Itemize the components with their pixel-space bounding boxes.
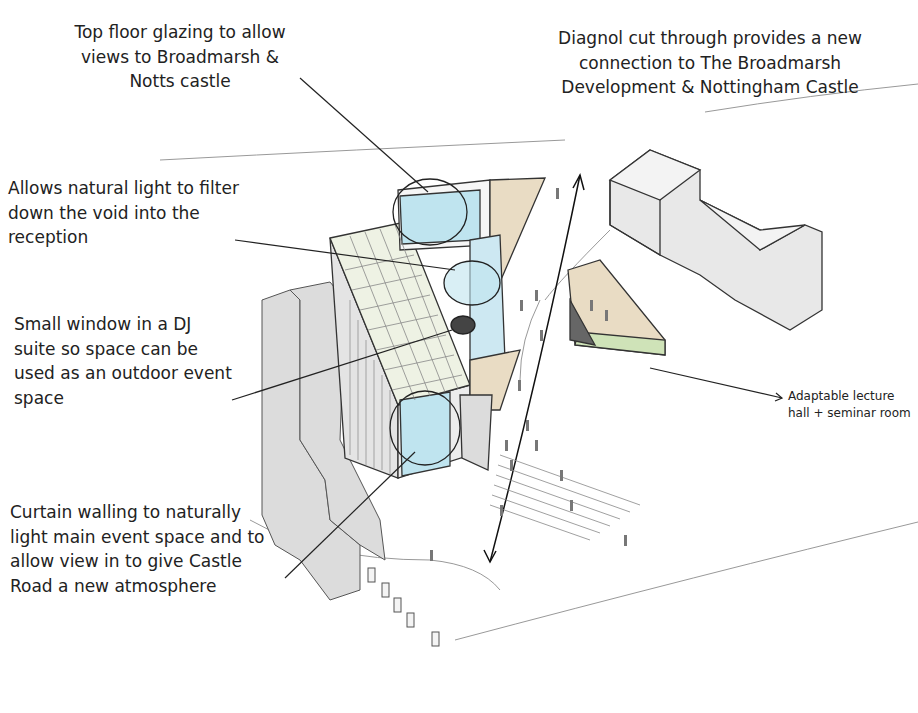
people: [556, 188, 559, 199]
hatching: [350, 300, 351, 455]
steps: [494, 485, 610, 526]
lecture-hall: [568, 260, 665, 355]
annotation-note: Diagnol cut through provides a new conne…: [545, 26, 875, 100]
people: [590, 300, 593, 311]
bollards: [368, 568, 375, 582]
ground-line: [455, 522, 918, 640]
steps: [490, 455, 640, 540]
ground-line: [520, 300, 540, 380]
annotation-note: Top floor glazing to allow views to Broa…: [62, 20, 298, 94]
bollards: [432, 632, 439, 646]
people: [430, 188, 627, 561]
cut-through-arrow: [484, 175, 584, 562]
steps: [492, 495, 600, 533]
castle-building: [610, 150, 822, 330]
people: [535, 290, 538, 301]
people: [570, 500, 573, 511]
leader-line: [235, 240, 455, 270]
cut-through-arrow: [484, 550, 496, 562]
steps: [500, 455, 640, 505]
people: [505, 440, 508, 451]
leader-line: [285, 452, 415, 578]
steps: [496, 475, 620, 519]
cut-through-arrow: [490, 175, 580, 562]
steps: [498, 465, 630, 512]
focus-circle: [444, 261, 500, 305]
bollards: [368, 568, 439, 646]
focus-circle: [390, 391, 460, 465]
leader-line: [650, 368, 782, 398]
people: [605, 310, 608, 321]
people: [624, 535, 627, 546]
space-label: Adaptable lecture hall + seminar room: [788, 388, 912, 423]
people: [535, 440, 538, 451]
leader-line: [300, 78, 428, 192]
castle-building: [610, 150, 822, 330]
annotation-note: Curtain walling to naturally light main …: [10, 500, 280, 599]
focus-circle: [390, 179, 500, 465]
leader-line: [232, 78, 782, 578]
roof-grid: [380, 229, 445, 392]
people: [540, 330, 543, 341]
hatching: [374, 360, 375, 468]
people: [430, 550, 433, 561]
leader-line: [775, 393, 782, 401]
roof-grid: [365, 232, 430, 396]
bollards: [407, 613, 414, 627]
main-building: [460, 395, 492, 470]
main-building: [400, 392, 450, 476]
lecture-hall: [570, 300, 595, 345]
ground-line: [160, 84, 918, 640]
hatching: [382, 375, 383, 470]
hatching: [350, 300, 390, 474]
people: [520, 300, 523, 311]
main-building: [400, 190, 480, 244]
focus-circle: [451, 316, 475, 334]
steps: [490, 505, 590, 540]
roof-grid: [345, 225, 462, 400]
main-building: [330, 178, 545, 478]
annotation-note: Allows natural light to filter down the …: [8, 176, 258, 250]
people: [500, 505, 503, 516]
people: [510, 460, 513, 471]
bollards: [394, 598, 401, 612]
leader-line: [232, 330, 452, 400]
ground-line: [160, 140, 565, 160]
hatching: [358, 320, 359, 460]
hatching: [366, 340, 367, 465]
cut-through-arrow: [573, 175, 584, 190]
focus-circle: [393, 179, 467, 245]
annotation-note: Small window in a DJ suite so space can …: [14, 312, 236, 411]
bollards: [382, 583, 389, 597]
people: [560, 470, 563, 481]
castle-building: [610, 150, 700, 200]
people: [518, 380, 521, 391]
roof-grid: [395, 225, 458, 389]
castle-building: [700, 200, 805, 250]
lecture-hall: [568, 260, 665, 355]
castle-building: [610, 180, 660, 255]
people: [526, 420, 529, 431]
